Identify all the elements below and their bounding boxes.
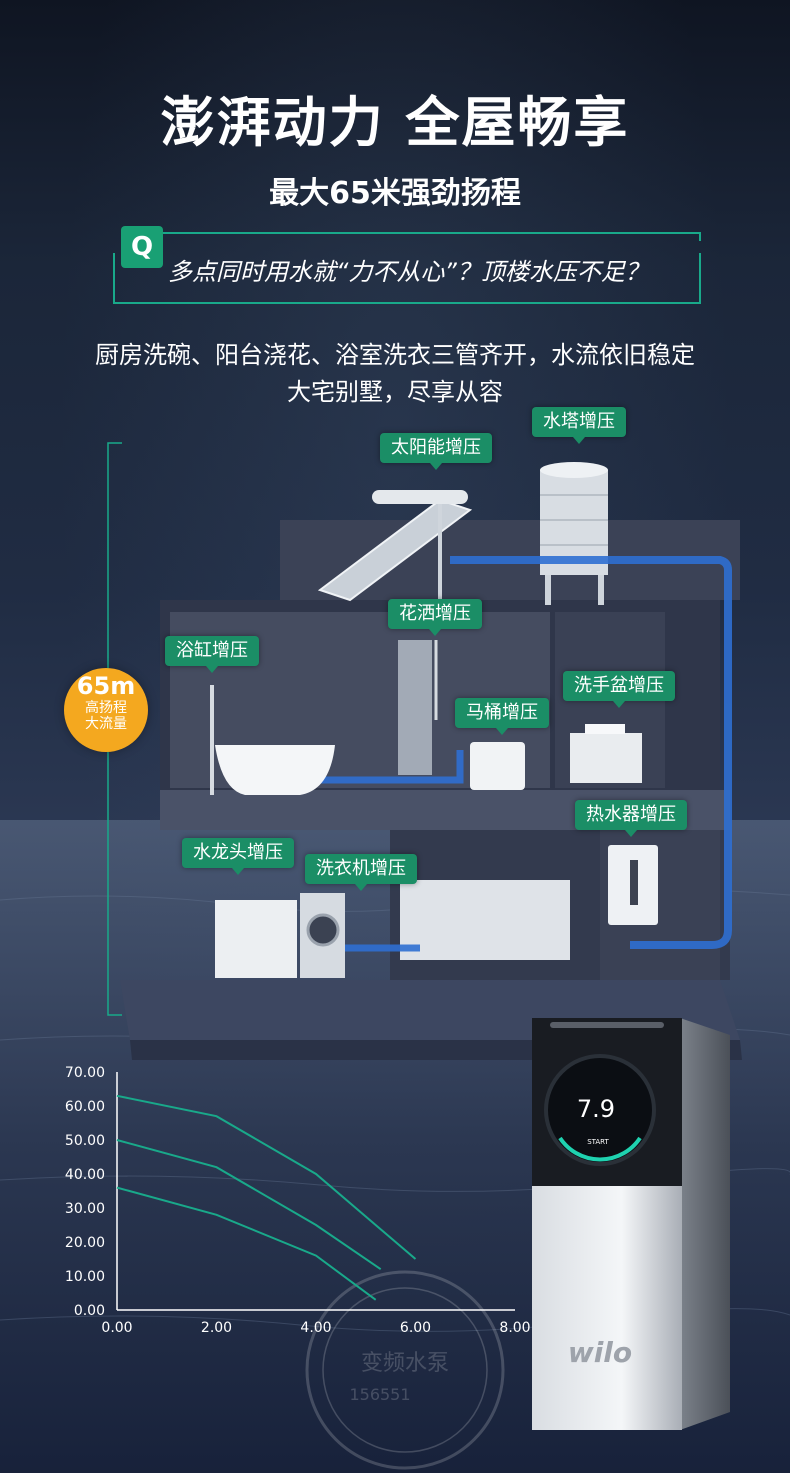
- y-tick-label: 60.00: [65, 1099, 105, 1115]
- question-badge: Q: [121, 226, 163, 268]
- pump-curve-series-2: [116, 1139, 382, 1271]
- height-badge-value: 65m: [76, 672, 136, 700]
- description-line-2: 大宅别墅，尽享从容: [287, 378, 503, 406]
- toilet: [470, 742, 525, 790]
- x-tick-label: 8.00: [499, 1320, 530, 1336]
- x-tick-label: 0.00: [101, 1320, 132, 1336]
- pump-curve-series-3: [116, 1186, 377, 1301]
- tag-shower-boost: 花洒增压: [388, 599, 482, 636]
- faucet-counter: [215, 900, 297, 978]
- tag-water-tower-boost: 水塔增压: [532, 407, 626, 444]
- x-tick-label: 4.00: [300, 1320, 331, 1336]
- question-frame: [113, 232, 701, 304]
- page-subtitle: 最大65米强劲扬程: [269, 176, 521, 211]
- tag-washer-boost: 洗衣机增压: [305, 854, 417, 891]
- y-tick-label: 0.00: [74, 1303, 105, 1319]
- tag-basin-boost: 洗手盆增压: [563, 671, 675, 708]
- bathtub: [215, 745, 335, 795]
- tag-toilet-boost: 马桶增压: [455, 698, 549, 735]
- height-badge-line-1: 高扬程: [85, 700, 127, 716]
- tag-water-heater-boost: 热水器增压: [575, 800, 687, 837]
- performance-curve-chart: 0.00 10.00 20.00 30.00 40.00 50.00 60.00 70.00 0…: [65, 1065, 531, 1336]
- page-title: 澎湃动力 全屋畅享: [160, 91, 630, 154]
- y-tick-label: 40.00: [65, 1167, 105, 1183]
- y-tick-label: 10.00: [65, 1269, 105, 1285]
- question-text: 多点同时用水就“力不从心”？顶楼水压不足？: [168, 258, 649, 286]
- tag-bathtub-boost: 浴缸增压: [165, 636, 259, 673]
- pump-side: [680, 1018, 730, 1430]
- pump-curve-series-1: [116, 1094, 417, 1260]
- description-line-1: 厨房洗碗、阳台浇花、浴室洗衣三管齐开，水流依旧稳定: [95, 341, 695, 369]
- y-tick-label: 70.00: [65, 1065, 105, 1081]
- height-badge-line-2: 大流量: [85, 716, 127, 732]
- x-tick-label: 6.00: [400, 1320, 431, 1336]
- x-tick-label: 2.00: [201, 1320, 232, 1336]
- tag-solar-boost: 太阳能增压: [380, 433, 492, 470]
- y-tick-label: 50.00: [65, 1133, 105, 1149]
- y-tick-label: 20.00: [65, 1235, 105, 1251]
- water-pipe: [450, 556, 732, 949]
- watermark-number: 156551: [349, 1385, 410, 1404]
- height-badge: 65m 高扬程 大流量: [64, 668, 148, 752]
- tag-faucet-boost: 水龙头增压: [182, 838, 294, 875]
- pump-display-ring: [544, 1054, 656, 1166]
- wash-basin: [570, 733, 642, 783]
- pump-start-label: START: [587, 1138, 609, 1146]
- y-tick-label: 30.00: [65, 1201, 105, 1217]
- watermark-stamp: 变频水泵 156551: [305, 1270, 505, 1470]
- watermark-text: 变频水泵: [361, 1351, 449, 1376]
- pump-brand: wilo: [568, 1336, 632, 1369]
- pump-display-value: 7.9: [577, 1095, 615, 1123]
